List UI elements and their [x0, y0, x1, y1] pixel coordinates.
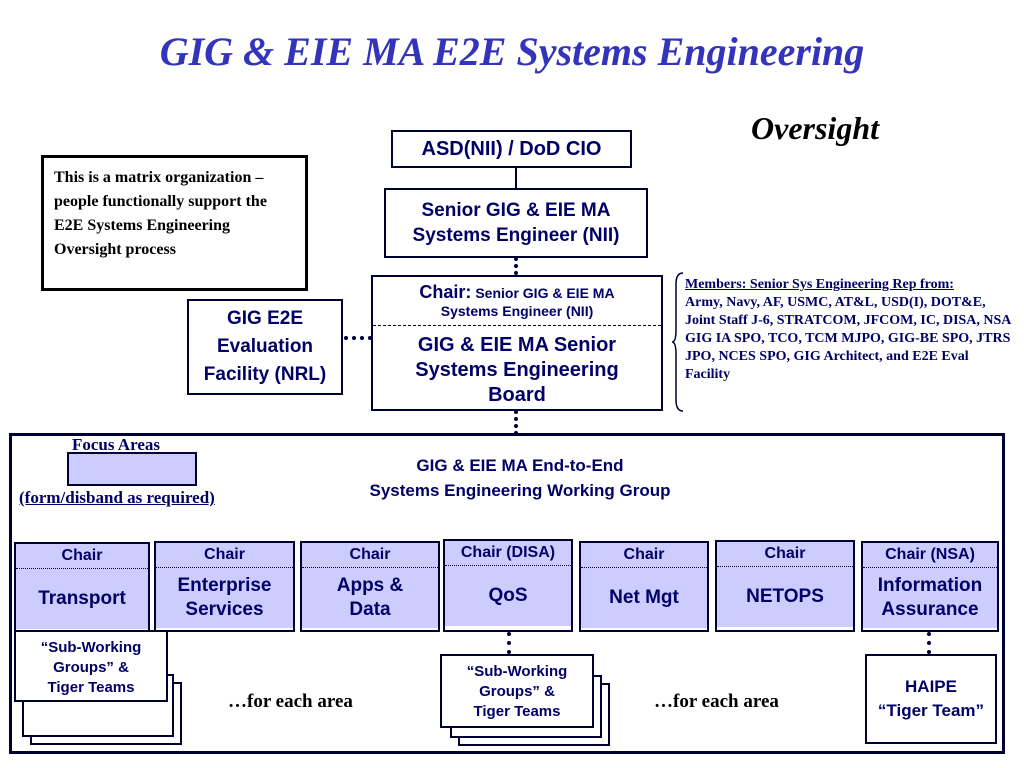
- area-name-line1: Information: [877, 575, 983, 596]
- asd-nii-label: ASD(NII) / DoD CIO: [421, 138, 602, 160]
- area-name-line2: Data: [349, 599, 391, 620]
- subgroups-left: “Sub-Working Groups” & Tiger Teams: [14, 630, 168, 702]
- senior-se-line1: Senior GIG & EIE MA: [421, 200, 611, 221]
- area-chair: Chair: [302, 543, 438, 568]
- connector-senior-board: [514, 257, 518, 275]
- area-chair: Chair: [717, 542, 853, 567]
- for-each-area-right: …for each area: [654, 691, 779, 712]
- area-name-line1: Enterprise: [177, 575, 272, 596]
- area-name-line2: Services: [185, 599, 264, 620]
- area-chair: Chair (DISA): [445, 541, 571, 566]
- area-name-line1: QoS: [488, 585, 528, 606]
- subgroups-center: “Sub-Working Groups” & Tiger Teams: [440, 654, 594, 728]
- area-name-line1: Apps &: [336, 575, 404, 596]
- area-name-line1: NETOPS: [746, 586, 824, 607]
- connector-qos-subgroups: [507, 632, 511, 654]
- wg-title-line2: Systems Engineering Working Group: [369, 481, 671, 500]
- subgroup-line2: Groups” &: [53, 659, 129, 676]
- subgroup-line2: Groups” &: [479, 683, 555, 700]
- haipe-tiger-team: HAIPE “Tiger Team”: [865, 654, 997, 744]
- senior-se-box: Senior GIG & EIE MA Systems Engineer (NI…: [384, 188, 648, 258]
- oversight-label: Oversight: [751, 110, 879, 146]
- focus-areas-note: (form/disband as required): [19, 488, 215, 507]
- area-qos: Chair (DISA) QoS: [443, 539, 573, 632]
- wg-title-line1: GIG & EIE MA End-to-End: [416, 456, 624, 475]
- board-chair-line1: Senior GIG & EIE MA: [475, 285, 615, 301]
- page-title: GIG & EIE MA E2E Systems Engineering: [159, 29, 865, 74]
- board-name-line1: GIG & EIE MA Senior: [417, 334, 617, 356]
- board-chair-prefix: Chair:: [419, 282, 472, 302]
- area-netops: Chair NETOPS: [715, 540, 855, 632]
- members-brace: [672, 272, 684, 412]
- senior-se-line2: Systems Engineer (NII): [412, 225, 620, 246]
- members-list: Members: Senior Sys Engineering Rep from…: [685, 276, 1015, 384]
- focus-areas-box: [67, 452, 197, 486]
- eval-line3: Facility (NRL): [203, 364, 327, 385]
- asd-nii-box: ASD(NII) / DoD CIO: [391, 130, 632, 168]
- members-heading: Members: Senior Sys Engineering Rep from…: [685, 277, 954, 292]
- eval-line1: GIG E2E: [226, 308, 304, 329]
- board-name-line2: Systems Engineering: [415, 359, 619, 381]
- subgroup-line3: Tiger Teams: [473, 703, 561, 720]
- eval-facility-box: GIG E2E Evaluation Facility (NRL): [187, 299, 343, 395]
- area-net-mgt: Chair Net Mgt: [579, 541, 709, 632]
- area-chair: Chair (NSA): [863, 543, 997, 568]
- board-chair-line2: Systems Engineer (NII): [440, 303, 594, 319]
- subgroup-line3: Tiger Teams: [47, 679, 135, 696]
- matrix-note: This is a matrix organization – people f…: [41, 155, 308, 291]
- board-chair-section: Chair: Senior GIG & EIE MA Systems Engin…: [373, 277, 661, 326]
- working-group-title: GIG & EIE MA End-to-End Systems Engineer…: [300, 453, 740, 503]
- for-each-area-left: …for each area: [228, 691, 353, 712]
- area-apps-data: Chair Apps & Data: [300, 541, 440, 632]
- area-name-line1: Net Mgt: [609, 587, 679, 608]
- connector-ia-haipe: [927, 632, 931, 654]
- subgroup-line1: “Sub-Working: [466, 663, 568, 680]
- connector-board-wg: [514, 410, 518, 435]
- connector-asd-senior: [515, 167, 517, 189]
- haipe-line2: “Tiger Team”: [877, 701, 985, 720]
- se-board-box: Chair: Senior GIG & EIE MA Systems Engin…: [371, 275, 663, 411]
- area-name-line1: Transport: [38, 588, 126, 609]
- area-name-line2: Assurance: [881, 599, 979, 620]
- eval-line2: Evaluation: [216, 336, 314, 357]
- focus-areas-label: Focus Areas: [72, 435, 160, 454]
- area-chair: Chair: [156, 543, 293, 568]
- subgroup-line1: “Sub-Working: [40, 639, 142, 656]
- connector-eval-board: [344, 336, 372, 340]
- members-text: Army, Navy, AF, USMC, AT&L, USD(I), DOT&…: [685, 295, 1011, 382]
- area-transport: Chair Transport: [14, 542, 150, 632]
- haipe-line1: HAIPE: [905, 677, 957, 696]
- area-chair: Chair: [16, 544, 148, 569]
- area-chair: Chair: [581, 543, 707, 568]
- board-name-line3: Board: [488, 384, 546, 406]
